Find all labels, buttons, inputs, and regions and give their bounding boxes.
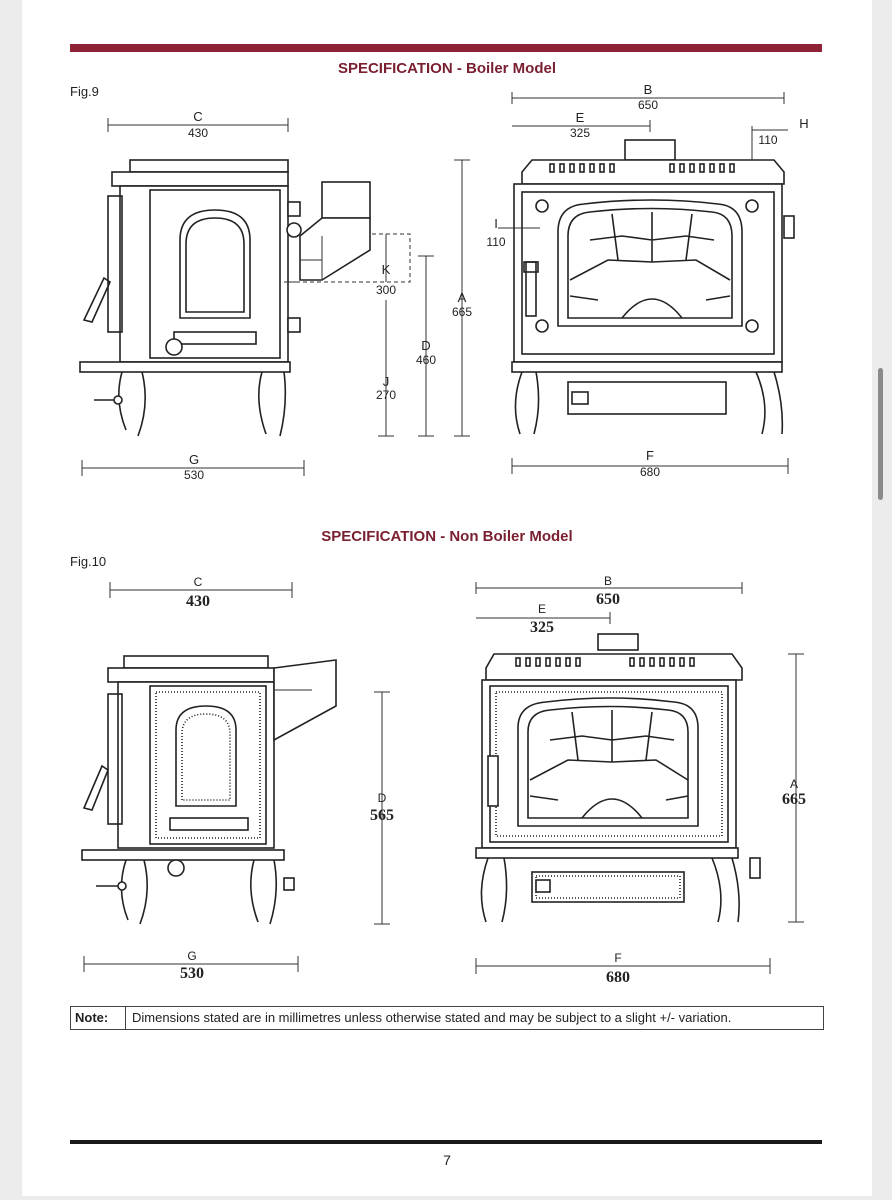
nonboiler-dim-e-label: E	[538, 602, 546, 616]
nonboiler-drawings: C 430 G 530 D 565 B 650 E 325 A 665 F 68…	[81, 574, 806, 986]
nonboiler-dim-c-value: 430	[186, 593, 210, 610]
boiler-dim-j-value: 270	[376, 388, 396, 402]
nonboiler-dim-a-label: A	[790, 777, 798, 791]
boiler-dim-k-label: K	[382, 262, 391, 277]
boiler-dim-d-label: D	[421, 338, 430, 353]
nonboiler-front-view	[475, 633, 761, 923]
boiler-dim-h-label: H	[799, 116, 808, 131]
boiler-front-view	[511, 139, 795, 435]
nonboiler-front-dimensions	[475, 582, 804, 974]
nonboiler-dim-a-value: 665	[782, 791, 806, 808]
boiler-top-vents	[549, 163, 735, 173]
nonboiler-dim-d-value: 565	[370, 807, 394, 824]
nonboiler-side-view	[81, 655, 337, 925]
boiler-dim-e-value: 325	[570, 126, 590, 140]
page-number: 7	[443, 1152, 451, 1168]
fig10-label: Fig.10	[70, 554, 107, 569]
boiler-dim-k-value: 300	[376, 283, 396, 297]
boiler-dim-b-value: 650	[638, 98, 658, 112]
boiler-dim-f-value: 680	[640, 465, 660, 479]
nonboiler-dim-e-value: 325	[530, 619, 554, 636]
nonboiler-dim-b-label: B	[604, 574, 612, 588]
nonboiler-dim-b-value: 650	[596, 591, 620, 608]
boiler-side-view	[79, 159, 411, 437]
boiler-dim-d-value: 460	[416, 353, 436, 367]
nonboiler-dim-d-label: D	[378, 791, 387, 805]
document-page: SPECIFICATION - Boiler Model Fig.9	[22, 0, 872, 1196]
fig9-label: Fig.9	[70, 84, 99, 99]
boiler-dim-a-label: A	[458, 290, 467, 305]
boiler-dim-f-label: F	[646, 448, 654, 463]
boiler-side-dimensions	[81, 118, 434, 476]
boiler-dim-i-label: I	[494, 216, 498, 231]
boiler-front-dimensions	[454, 92, 789, 474]
nonboiler-dim-c-label: C	[194, 575, 203, 589]
note-label: Note:	[75, 1007, 126, 1029]
boiler-dim-e-label: E	[576, 110, 585, 125]
boiler-dim-i-value: 110	[486, 235, 505, 249]
bottom-rule	[70, 1140, 822, 1144]
scrollbar-thumb[interactable]	[878, 368, 883, 500]
nonboiler-side-dimensions	[83, 582, 390, 972]
boiler-dim-c-value: 430	[188, 126, 208, 140]
nonboiler-dim-g-value: 530	[180, 965, 204, 982]
boiler-dim-c-label: C	[193, 109, 202, 124]
boiler-dim-h-value: 110	[758, 133, 777, 147]
boiler-dim-b-label: B	[644, 82, 653, 97]
boiler-drawings: C 430 G 530 K 300 J 270 D 460 A 665 B 65…	[79, 82, 809, 482]
nonboiler-dim-f-label: F	[614, 951, 621, 965]
nonboiler-top-vents	[515, 657, 695, 667]
boiler-dim-j-label: J	[383, 374, 390, 389]
boiler-heading: SPECIFICATION - Boiler Model	[337, 60, 557, 77]
nonboiler-dim-f-value: 680	[606, 969, 630, 986]
nonboiler-heading: SPECIFICATION - Non Boiler Model	[321, 528, 573, 545]
boiler-dim-g-value: 530	[184, 468, 204, 482]
note-text: Dimensions stated are in millimetres unl…	[132, 1010, 732, 1025]
nonboiler-dim-g-label: G	[187, 949, 196, 963]
note-box: Note: Dimensions stated are in millimetre…	[70, 1006, 824, 1030]
boiler-dim-a-value: 665	[452, 305, 472, 319]
boiler-dim-g-label: G	[189, 452, 199, 467]
top-rule	[70, 44, 822, 52]
